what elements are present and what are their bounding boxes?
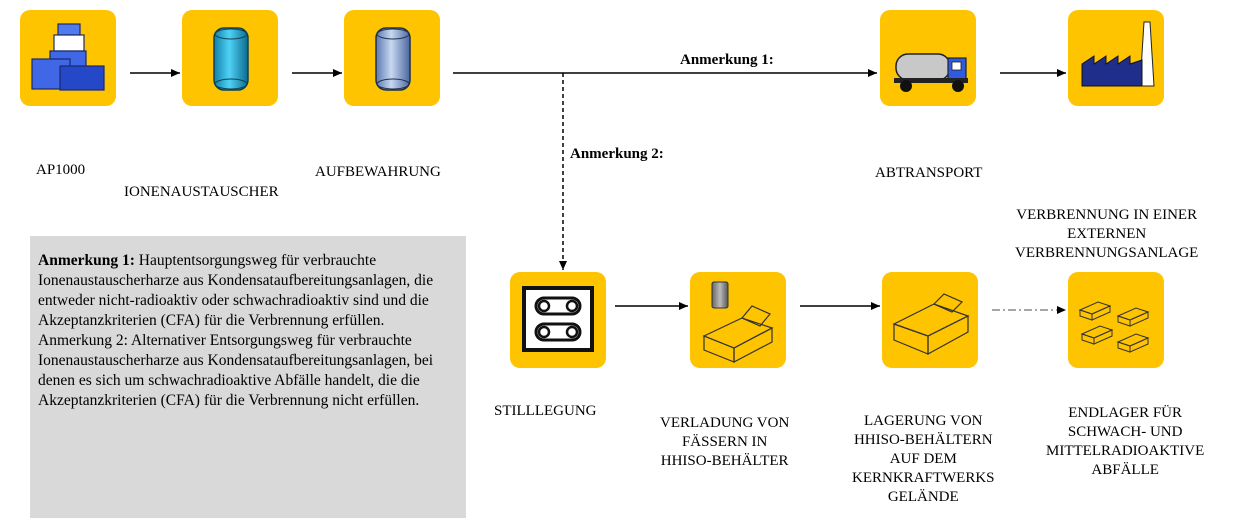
label-loading-line2: FÄSSERN IN — [681, 434, 768, 450]
station-ap1000 — [20, 10, 116, 106]
label-ion-exchanger: IONENAUSTAUSCHER — [124, 184, 279, 200]
storage-tank-icon — [375, 27, 411, 91]
label-loading: VERLADUNG VON FÄSSERN IN HHISO-BEHÄLTER — [660, 414, 789, 471]
label-incineration-line2: EXTERNEN — [1067, 226, 1147, 242]
label-repository-line4: ABFÄLLE — [1091, 462, 1159, 478]
label-loading-line1: VERLADUNG VON — [660, 415, 790, 431]
note1-paragraph: Anmerkung 1: Hauptentsorgungsweg für ver… — [38, 251, 458, 331]
label-incineration: VERBRENNUNG IN EINER EXTERNEN VERBRENNUN… — [1015, 206, 1198, 263]
station-loading — [690, 272, 786, 368]
station-ion-exchanger — [182, 10, 278, 106]
path-label-note1: Anmerkung 1: — [680, 52, 774, 68]
path-label-note2: Anmerkung 2: — [570, 146, 664, 162]
label-repository-line3: MITTELRADIOAKTIVE — [1046, 443, 1205, 459]
label-repository-line2: SCHWACH- UND — [1067, 424, 1183, 440]
note1-title: Anmerkung 1: — [38, 252, 135, 269]
label-onsite-storage: LAGERUNG VON HHISO-BEHÄLTERN AUF DEM KER… — [852, 412, 995, 507]
label-onsite-line2: HHISO-BEHÄLTERN — [853, 432, 993, 448]
drum-loading-icon — [702, 281, 774, 363]
label-incineration-line3: VERBRENNUNGSANLAGE — [1015, 245, 1199, 261]
note1-text: Hauptentsorgungsweg für verbrauchte Ione… — [38, 252, 434, 329]
plant-icon — [31, 23, 105, 91]
station-storage — [344, 10, 440, 106]
label-onsite-line5: GELÄNDE — [887, 489, 959, 505]
label-repository-line1: ENDLAGER FÜR — [1068, 405, 1183, 421]
label-storage: AUFBEWAHRUNG — [315, 164, 441, 180]
notes-panel: Anmerkung 1: Hauptentsorgungsweg für ver… — [30, 236, 466, 518]
label-onsite-line3: AUF DEM — [889, 451, 957, 467]
label-onsite-line4: KERNKRAFTWERKS — [852, 470, 995, 486]
station-incineration — [1068, 10, 1164, 106]
note2-paragraph: Anmerkung 2: Alternativer Entsorgungsweg… — [38, 332, 434, 409]
label-transport: ABTRANSPORT — [875, 165, 983, 181]
label-decommissioning: STILLLEGUNG — [494, 403, 597, 419]
repository-containers-icon — [1078, 301, 1150, 353]
label-repository: ENDLAGER FÜR SCHWACH- UND MITTELRADIOAKT… — [1046, 404, 1204, 480]
factory-icon — [1081, 21, 1155, 87]
station-transport — [880, 10, 976, 106]
truck-icon — [894, 53, 968, 92]
station-repository — [1068, 272, 1164, 368]
label-incineration-line1: VERBRENNUNG IN EINER — [1016, 207, 1198, 223]
station-decommissioning — [510, 272, 606, 368]
ion-exchanger-tank-icon — [213, 27, 249, 91]
container-icon — [892, 293, 970, 356]
label-loading-line3: HHISO-BEHÄLTER — [660, 453, 789, 469]
label-onsite-line1: LAGERUNG VON — [864, 413, 983, 429]
conveyor-icon — [522, 286, 594, 352]
station-onsite-storage — [882, 272, 978, 368]
label-ap1000: AP1000 — [36, 162, 86, 178]
